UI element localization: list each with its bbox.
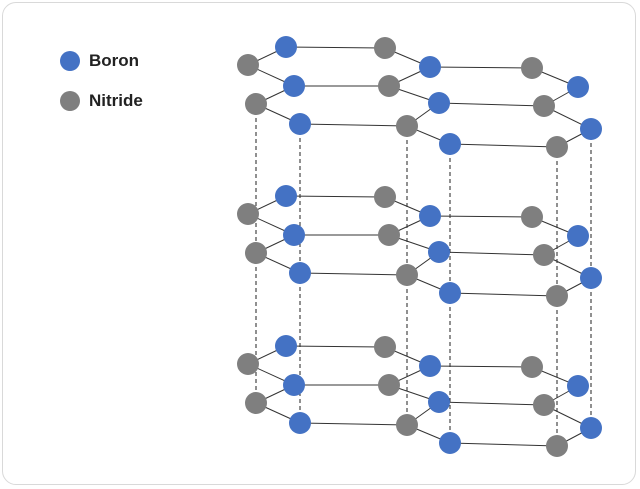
boron-atom — [289, 262, 311, 284]
nitride-atom — [521, 57, 543, 79]
nitride-atom — [237, 203, 259, 225]
bond-line — [449, 143, 558, 148]
bond-line — [299, 422, 408, 426]
legend-label-nitride: Nitride — [89, 91, 143, 110]
bond-line — [429, 365, 533, 368]
boron-atom — [283, 75, 305, 97]
bond-line — [438, 251, 545, 256]
boron-atom — [428, 391, 450, 413]
nitride-atom — [396, 115, 418, 137]
boron-atom — [283, 224, 305, 246]
nitride-atom — [396, 264, 418, 286]
bond-line — [429, 215, 533, 218]
bond-line — [299, 123, 408, 127]
boron-atom — [567, 76, 589, 98]
bond-line — [299, 272, 408, 276]
nitride-atom — [378, 224, 400, 246]
bond-line — [438, 401, 545, 406]
nitride-atom — [546, 136, 568, 158]
legend-label-boron: Boron — [89, 51, 140, 70]
nitride-atom — [245, 392, 267, 414]
bond-line — [449, 442, 558, 447]
boron-atom — [439, 282, 461, 304]
nitride-atom — [546, 435, 568, 457]
nitride-atom — [374, 186, 396, 208]
bond-line — [285, 195, 386, 198]
bond-line — [449, 292, 558, 297]
atom-group — [237, 36, 602, 457]
boron-atom — [275, 185, 297, 207]
nitride-atom — [245, 93, 267, 115]
boron-atom — [580, 267, 602, 289]
nitride-atom — [533, 394, 555, 416]
nitride-swatch-icon — [60, 91, 80, 111]
nitride-atom — [237, 353, 259, 375]
boron-atom — [428, 241, 450, 263]
nitride-atom — [237, 54, 259, 76]
bond-line — [285, 46, 386, 49]
boron-swatch-icon — [60, 51, 80, 71]
legend-item-boron: Boron — [60, 50, 143, 72]
boron-atom — [289, 412, 311, 434]
interlayer-lines — [255, 104, 592, 446]
boron-atom — [580, 417, 602, 439]
nitride-atom — [374, 336, 396, 358]
legend: Boron Nitride — [60, 50, 143, 130]
nitride-atom — [546, 285, 568, 307]
nitride-atom — [378, 75, 400, 97]
bond-line — [285, 345, 386, 348]
boron-atom — [289, 113, 311, 135]
bond-line — [438, 102, 545, 107]
boron-atom — [567, 375, 589, 397]
boron-atom — [428, 92, 450, 114]
boron-atom — [439, 432, 461, 454]
boron-atom — [580, 118, 602, 140]
boron-atom — [419, 205, 441, 227]
boron-atom — [439, 133, 461, 155]
nitride-atom — [533, 95, 555, 117]
legend-item-nitride: Nitride — [60, 90, 143, 112]
boron-atom — [419, 56, 441, 78]
boron-atom — [283, 374, 305, 396]
boron-atom — [419, 355, 441, 377]
nitride-atom — [374, 37, 396, 59]
boron-atom — [275, 335, 297, 357]
nitride-atom — [378, 374, 400, 396]
nitride-atom — [521, 356, 543, 378]
nitride-atom — [533, 244, 555, 266]
nitride-atom — [245, 242, 267, 264]
boron-atom — [275, 36, 297, 58]
nitride-atom — [396, 414, 418, 436]
boron-atom — [567, 225, 589, 247]
bond-line — [429, 66, 533, 69]
nitride-atom — [521, 206, 543, 228]
